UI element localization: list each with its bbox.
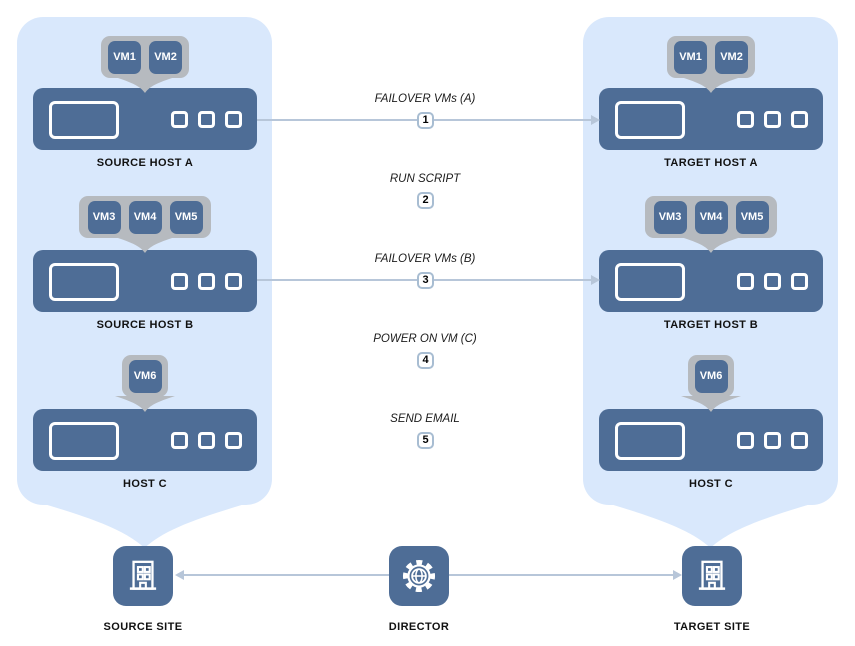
source-panel-tail [37,502,252,548]
host-label: SOURCE HOST A [96,157,194,169]
server-port-icon [791,273,808,290]
target-site-label: TARGET SITE [673,621,751,633]
server-display-rect [49,263,119,301]
host-label: TARGET HOST B [663,319,759,331]
server-port-icon [171,432,188,449]
server-port-icon [198,273,215,290]
source-site-label: SOURCE SITE [103,621,183,633]
server-port-icon [764,273,781,290]
step-label: POWER ON VM (C) [373,333,477,345]
server-port-icon [225,111,242,128]
building-icon [698,560,726,590]
vm-badge: VM4 [694,200,728,234]
server-ports [171,273,242,290]
step-label: RUN SCRIPT [389,173,461,185]
vm-group-callout: VM6 [122,355,168,397]
host-label: TARGET HOST A [664,157,758,169]
host-label: HOST C [689,478,733,490]
server-display-rect [615,422,685,460]
step-number-badge: 1 [417,112,434,129]
server-port-icon [737,432,754,449]
step-number-badge: 5 [417,432,434,449]
host-server-bar [33,409,257,471]
host-server-bar [33,250,257,312]
server-display-rect [615,101,685,139]
vm-badge: VM6 [128,359,162,393]
host-label: SOURCE HOST B [96,319,194,331]
step-label: SEND EMAIL [390,413,460,425]
server-ports [171,111,242,128]
step-number-badge: 2 [417,192,434,209]
vm-badge: VM5 [735,200,769,234]
vm-group-callout: VM6 [688,355,734,397]
server-port-icon [737,111,754,128]
step-number-badge: 3 [417,272,434,289]
director-label: DIRECTOR [388,621,450,633]
server-port-icon [764,111,781,128]
director-to-source-line [184,574,389,576]
vm-callout-tail [115,396,175,412]
vm-group-callout: VM1 VM2 [101,36,189,78]
server-port-icon [791,432,808,449]
server-display-rect [615,263,685,301]
vm-callout-tail [115,77,175,93]
step-number-badge: 4 [417,352,434,369]
server-port-icon [791,111,808,128]
source-site-box [113,546,173,606]
host-server-bar [599,88,823,150]
failover-b-arrowhead-icon [591,275,600,285]
server-port-icon [171,273,188,290]
server-port-icon [225,432,242,449]
vm-callout-tail [115,237,175,253]
vm-callout-tail [681,77,741,93]
vm-badge: VM1 [674,40,707,74]
gear-globe-icon [402,559,436,593]
vm-callout-tail [681,396,741,412]
vm-badge: VM2 [149,40,182,74]
director-to-target-line [449,574,673,576]
director-to-source-arrowhead-icon [175,570,184,580]
target-site-box [682,546,742,606]
vm-group-callout: VM1 VM2 [667,36,755,78]
vm-group-callout: VM3 VM4 VM5 [645,196,777,238]
server-port-icon [737,273,754,290]
vm-group-callout: VM3 VM4 VM5 [79,196,211,238]
host-server-bar [599,250,823,312]
vm-callout-tail [681,237,741,253]
step-label: FAILOVER VMs (A) [374,93,476,105]
server-ports [171,432,242,449]
server-display-rect [49,101,119,139]
server-ports [737,111,808,128]
host-label: HOST C [123,478,167,490]
vm-badge: VM4 [128,200,162,234]
server-port-icon [225,273,242,290]
vm-badge: VM5 [169,200,203,234]
vm-badge: VM1 [108,40,141,74]
director-to-target-arrowhead-icon [673,570,682,580]
host-server-bar [33,88,257,150]
vm-badge: VM3 [87,200,121,234]
server-ports [737,432,808,449]
server-port-icon [198,432,215,449]
server-port-icon [198,111,215,128]
server-port-icon [764,432,781,449]
failover-a-arrowhead-icon [591,115,600,125]
building-icon [129,560,157,590]
director-box [389,546,449,606]
host-server-bar [599,409,823,471]
vm-badge: VM2 [715,40,748,74]
server-port-icon [171,111,188,128]
server-ports [737,273,808,290]
vm-badge: VM6 [694,359,728,393]
step-label: FAILOVER VMs (B) [374,253,476,265]
vm-badge: VM3 [653,200,687,234]
server-display-rect [49,422,119,460]
target-panel-tail [603,502,818,548]
